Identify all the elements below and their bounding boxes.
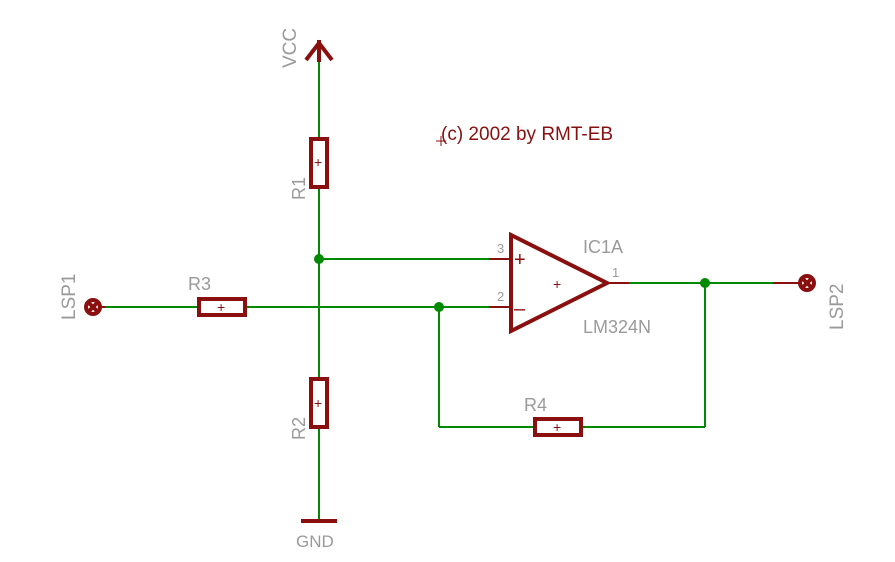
svg-text:+: +: [217, 299, 225, 315]
junction-dot: [434, 302, 444, 312]
gnd-label: GND: [296, 532, 334, 551]
r4-label: R4: [524, 395, 547, 415]
pin-3-label: 3: [497, 241, 504, 256]
svg-text:+: +: [553, 419, 561, 435]
opamp-ic1a: +: [489, 231, 629, 335]
opamp-plus-sign: +: [514, 249, 526, 271]
resistor-r3: +: [197, 297, 247, 317]
wires: [103, 60, 773, 519]
connector-lsp1: [84, 298, 105, 316]
vcc-label: VCC: [280, 28, 301, 68]
pin-2-label: 2: [497, 289, 504, 304]
junction-dot: [700, 278, 710, 288]
junction-dot: [314, 254, 324, 264]
connector-lsp2: [773, 274, 816, 292]
opamp-part-label: LM324N: [583, 317, 651, 337]
copyright-text: (c) 2002 by RMT-EB: [441, 124, 613, 145]
pin-1-label: 1: [612, 265, 619, 280]
lsp2-label: LSP2: [827, 284, 848, 330]
resistor-r1: +: [309, 137, 329, 189]
opamp-minus-sign: –: [514, 298, 526, 320]
vcc-symbol: [304, 39, 334, 62]
r3-label: R3: [188, 274, 211, 294]
resistor-r2: +: [309, 377, 329, 429]
r2-label: R2: [289, 417, 309, 440]
svg-text:+: +: [314, 395, 322, 411]
opamp-name-label: IC1A: [583, 237, 623, 257]
r1-label: R1: [289, 177, 309, 200]
opamp-origin-mark: +: [553, 276, 561, 292]
copyright-origin-mark: [436, 136, 446, 146]
lsp1-label: LSP1: [59, 274, 80, 320]
resistor-r4: +: [533, 417, 583, 437]
junctions: [314, 254, 710, 312]
svg-text:+: +: [314, 154, 322, 170]
